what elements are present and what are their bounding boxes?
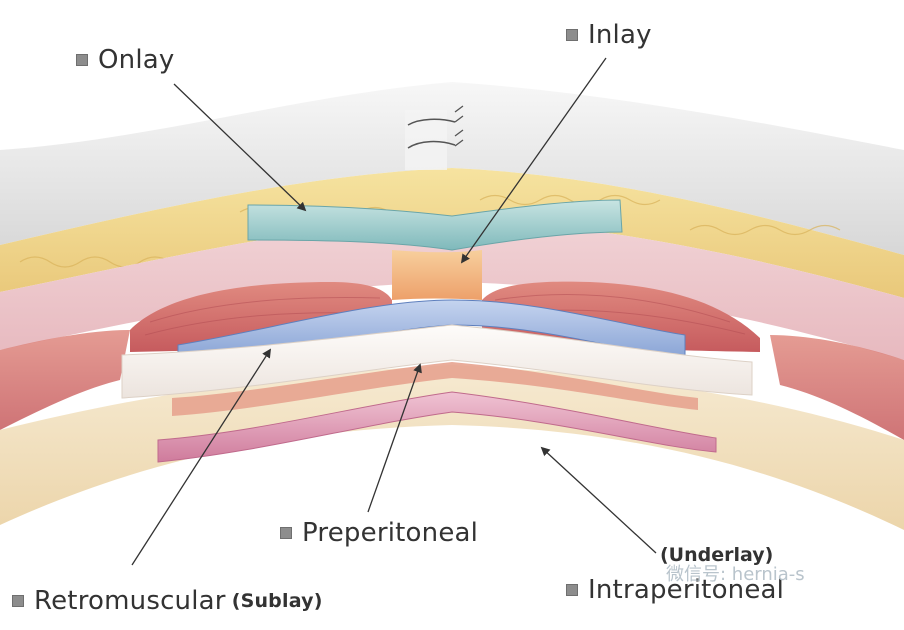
label-retromuscular: Retromuscular (Sublay) [12,586,323,616]
label-onlay: Onlay [76,45,175,75]
fascia-layer [0,218,904,360]
subcutaneous-fat-layer [0,168,904,298]
inlay-mesh [392,250,482,300]
label-bullet-icon [566,584,578,596]
label-preperitoneal-text: Preperitoneal [302,518,479,548]
label-bullet-icon [566,29,578,41]
inlay-leader-arrow [460,57,607,264]
preperitoneal-leader-arrow [367,363,422,513]
label-intraperitoneal: Intraperitoneal [566,575,784,605]
label-bullet-icon [76,54,88,66]
label-preperitoneal: Preperitoneal [280,518,478,548]
left-lateral-muscle [0,330,130,430]
label-onlay-text: Onlay [98,45,175,75]
label-intraperitoneal-text: Intraperitoneal [588,575,785,605]
preperitoneal-mesh [121,324,753,399]
intraperitoneal-leader-arrow [540,446,657,554]
label-inlay-text: Inlay [588,20,652,50]
label-bullet-icon [12,595,24,607]
label-underlay: (Underlay) [660,544,774,566]
onlay-leader-arrow [173,83,307,212]
suture-icon [405,105,464,170]
sublay-leader-arrow [131,348,271,566]
right-lateral-muscle [770,335,904,440]
transversalis-fascia [172,362,698,416]
watermark: 微信号: hernia-s [666,564,805,585]
label-inlay: Inlay [566,20,652,50]
onlay-mesh [247,199,623,251]
label-retromuscular-sub: (Sublay) [231,590,323,612]
label-retromuscular-text: Retromuscular [34,586,226,616]
skin-layer [0,82,904,255]
label-bullet-icon [280,527,292,539]
intraperitoneal-mesh [157,391,717,463]
